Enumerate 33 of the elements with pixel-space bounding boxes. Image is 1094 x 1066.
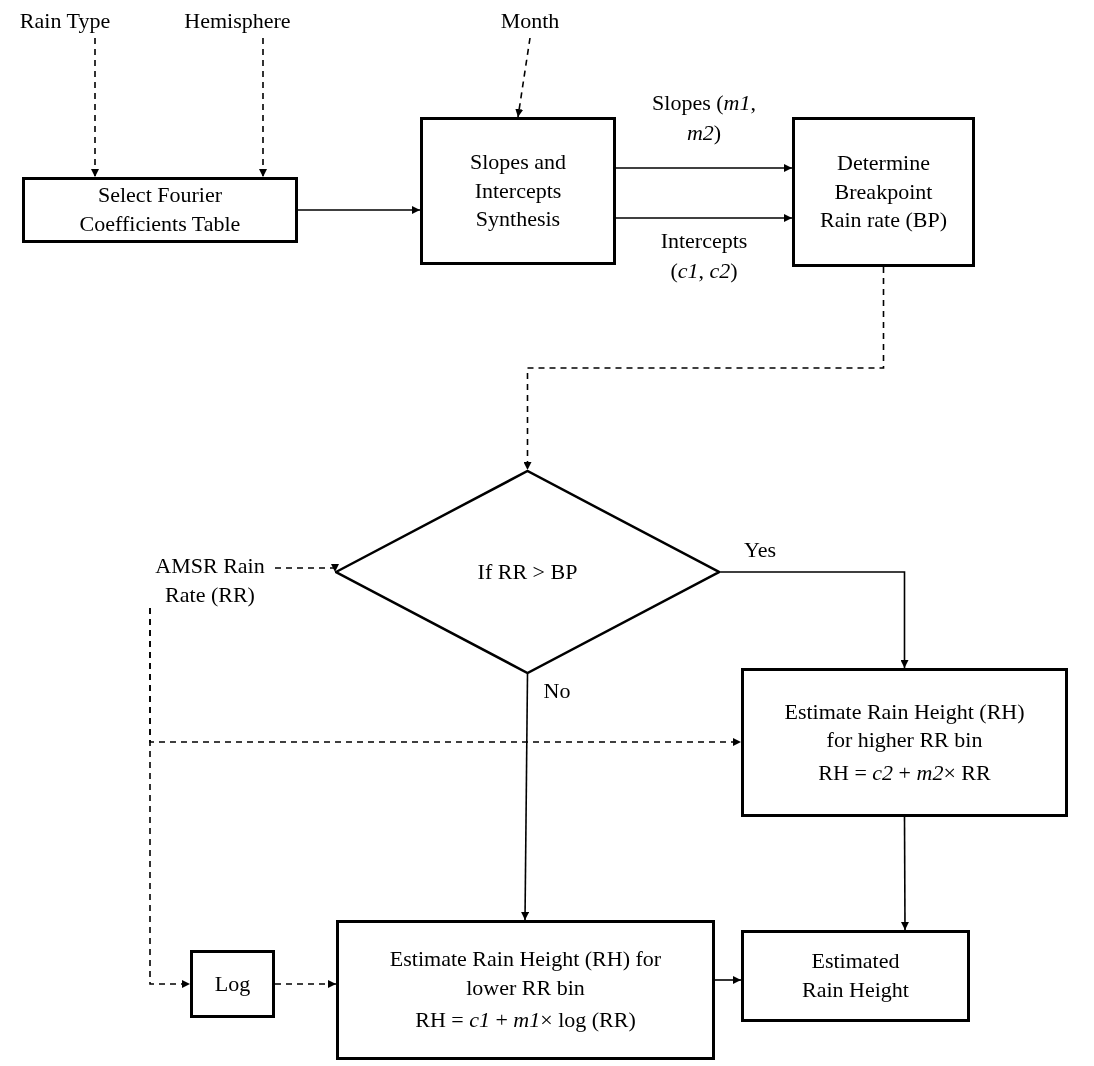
arrow (615, 214, 793, 222)
arrow (259, 37, 267, 178)
node-text: AMSR Rain Rate (RR) (154, 552, 266, 609)
node-text: Month (500, 6, 560, 35)
arrow (297, 206, 421, 214)
arrow (274, 980, 337, 988)
node-text: Select Fourier Coefficients Table (78, 181, 242, 238)
node-text: RH = c1 + m1× log (RR) (415, 1006, 636, 1035)
arrow (91, 37, 99, 178)
node-text: Hemisphere (184, 6, 291, 35)
process-box (22, 177, 298, 243)
arrow (615, 164, 793, 172)
node-text: Rain Type (19, 6, 111, 35)
arrow (149, 607, 191, 988)
arrow (274, 564, 339, 573)
node-text: Log (214, 969, 251, 998)
process-box (420, 117, 616, 265)
arrow (719, 571, 909, 669)
node-text: Slopes and Intercepts Synthesis (469, 148, 567, 234)
arrow (515, 37, 531, 118)
process-box (190, 950, 275, 1018)
arrow (714, 976, 742, 984)
process-box (741, 668, 1068, 817)
arrow (900, 816, 909, 931)
process-box (336, 920, 715, 1060)
node-text: Determine Breakpoint Rain rate (BP) (818, 149, 949, 235)
node-text: Estimated Rain Height (801, 947, 910, 1004)
process-box (792, 117, 975, 267)
node-text: If RR > BP (477, 557, 578, 586)
output-box (741, 930, 970, 1022)
node-text: RH = c2 + m2× RR (818, 758, 991, 787)
arrow (523, 266, 885, 471)
arrow (521, 673, 530, 921)
